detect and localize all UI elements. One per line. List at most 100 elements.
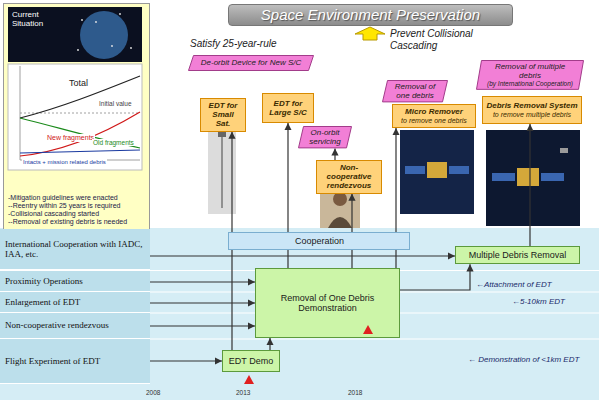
annotation-label: ←5-10km EDT <box>512 297 565 306</box>
node-text: EDT Demo <box>229 356 273 366</box>
solar-panel <box>492 173 515 181</box>
earth-photo <box>8 7 142 62</box>
goal-tag: On-orbit servicing <box>298 126 352 148</box>
connector-arrow <box>150 255 455 256</box>
note-ground <box>3 3 150 231</box>
node-text: -Collisional cascading started <box>8 210 99 218</box>
debris-dot <box>81 19 83 21</box>
tether-satellite <box>218 131 226 137</box>
node-text: EDT for Large S/C <box>266 99 310 117</box>
debris-removal-image <box>486 130 580 226</box>
roadmap-row: Non-cooperative rendezvous <box>0 313 150 339</box>
new-fragments-curve <box>20 112 140 156</box>
edt-box: EDT for Large S/C <box>262 93 314 123</box>
roadmap-row: Flight Experiment of EDT <box>0 339 150 384</box>
connector-arrow <box>400 264 470 290</box>
connector-arrow <box>269 338 270 350</box>
connector-arrow <box>529 124 530 246</box>
node-text: On-orbit servicing <box>306 128 344 146</box>
title-banner: Space Environment Preservation <box>228 4 513 26</box>
intacts-curve <box>20 150 140 153</box>
node-text: Flight Experiment of EDT <box>5 356 100 366</box>
node-text: Space Environment Preservation <box>261 6 480 23</box>
goal-tag: De-orbit Device for New S/C <box>188 55 314 71</box>
debris-dot <box>111 45 113 47</box>
connector-arrow <box>150 325 255 326</box>
annotation-label: New fragments <box>46 134 95 142</box>
system-box: Micro Removerto remove one debris <box>392 104 476 128</box>
tag-outline <box>299 127 352 148</box>
debris-dot <box>130 47 132 49</box>
milestone-triangle <box>363 325 373 334</box>
annotation-label: ←Attachment of EDT <box>476 280 552 289</box>
tether-line <box>222 137 223 208</box>
node-text: Non-cooperative rendezvous <box>5 320 109 330</box>
node-text: Micro Remover <box>405 107 463 116</box>
milestone-marker <box>363 325 373 334</box>
person-head <box>333 192 347 206</box>
node-text: Multiple Debris Removal <box>469 250 567 260</box>
chart-frame <box>8 64 142 170</box>
node-text: Removal of multiple debris <box>484 62 576 80</box>
node-text: Removal of One Debris Demonstration <box>259 293 396 314</box>
node-text: Non-cooperative rendezvous <box>320 163 378 191</box>
situation-panel: -Mitigation guidelines were enacted--Ree… <box>3 3 150 231</box>
annotation-label: 2008 <box>146 389 160 396</box>
satellite-body <box>427 162 447 178</box>
connector-arrow <box>150 281 255 282</box>
node-text: to remove one debris <box>401 117 467 125</box>
solar-panel <box>449 166 469 174</box>
goal-tag: Removal of multiple debris(by Internatio… <box>476 60 584 90</box>
connector-arrow <box>351 194 352 268</box>
node-text: Removal of one debris <box>390 82 440 100</box>
connector-arrow <box>150 302 255 303</box>
milestone-box: Removal of One Debris Demonstration <box>255 268 400 338</box>
node-text: Proximity Operations <box>5 276 83 286</box>
tag-outline <box>189 56 314 71</box>
goal-tag: Removal of one debris <box>382 80 448 102</box>
tag-outline <box>383 81 448 102</box>
node-text: Enlargement of EDT <box>5 297 80 307</box>
milestone-triangle <box>244 375 254 384</box>
node-text: --Removal of existing debris is needed <box>8 218 127 226</box>
debris-dot <box>95 21 97 23</box>
micro-remover-image <box>400 130 474 214</box>
node-text: International Cooperation with IADC, IAA… <box>5 239 145 260</box>
annotation-label: Initial value <box>98 100 133 107</box>
annotation-label: ← Demonstration of <1km EDT <box>468 355 579 364</box>
roadmap-row: Enlargement of EDT <box>0 292 150 313</box>
node-text: De-orbit Device for New S/C <box>201 58 301 67</box>
capability-box: Non-cooperative rendezvous <box>316 160 382 194</box>
debris-dot <box>77 49 79 51</box>
connector-arrow <box>150 360 222 361</box>
total-curve <box>20 76 140 118</box>
annotation-label: Prevent Collisional Cascading <box>390 28 500 51</box>
node-text: Cooperation <box>295 236 344 246</box>
old-fragments-curve <box>20 118 140 148</box>
edt-box: EDT for Small Sat. <box>200 98 246 132</box>
annotation-label: 2018 <box>348 389 362 396</box>
debris-object <box>560 148 568 153</box>
annotation-label: Total <box>68 78 89 88</box>
annotation-label: 2013 <box>236 389 250 396</box>
connector-arrow <box>334 148 335 160</box>
node-text: -Mitigation guidelines were enacted <box>8 194 118 202</box>
annotation-label: Satisfy 25-year-rule <box>190 38 277 50</box>
milestone-box: Multiple Debris Removal <box>455 246 580 264</box>
system-box: Debris Removal Systemto remove multiple … <box>482 96 582 124</box>
cooperation-box: Cooperation <box>228 232 410 250</box>
node-text: EDT for Small Sat. <box>204 101 242 129</box>
milestone-box: EDT Demo <box>222 350 280 372</box>
tag-outline <box>477 61 584 90</box>
annotation-label: Old fragments <box>92 139 135 146</box>
chart-axes <box>20 66 140 160</box>
debris-dots <box>77 13 132 51</box>
debris-dot <box>119 13 121 15</box>
node-text: (by International Cooperation) <box>487 80 573 87</box>
earth-globe <box>80 11 128 59</box>
annotation-label: Current Situation <box>12 10 62 28</box>
satellite-body <box>517 168 539 186</box>
solar-panel <box>541 173 564 181</box>
roadmap-band <box>0 228 599 400</box>
node-text: --Reentry within 25 years is required <box>8 202 120 210</box>
